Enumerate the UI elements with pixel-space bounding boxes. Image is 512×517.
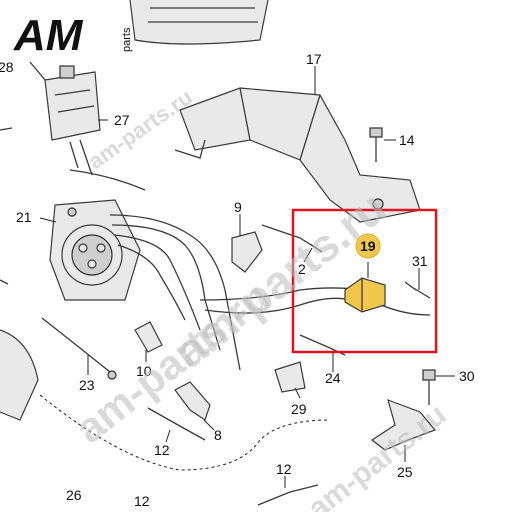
callout-25: 25 — [397, 464, 413, 480]
am-parts-logo: AM parts — [13, 11, 133, 60]
callout-12-middle: 12 — [154, 442, 170, 458]
callout-10: 10 — [136, 363, 152, 379]
connector-19 — [344, 277, 386, 313]
callout-28: 28 — [0, 59, 14, 75]
callout-leaders — [39, 66, 455, 488]
callout-numbers: 28 27 17 14 21 9 2 19 31 23 10 24 30 29 … — [0, 51, 475, 509]
callout-2: 2 — [298, 261, 306, 277]
highlight-frame — [291, 208, 438, 354]
watermark-4: am-parts.ru — [302, 398, 452, 512]
bolt-31 — [404, 281, 431, 299]
watermark-1: am-parts.ru — [84, 84, 197, 174]
callout-27: 27 — [114, 112, 130, 128]
bolt-14 — [369, 127, 383, 162]
tie-12 — [147, 407, 206, 441]
callout-19: 19 — [360, 238, 376, 254]
callout-9: 9 — [234, 199, 242, 215]
callout-30: 30 — [459, 368, 475, 384]
callout-21: 21 — [16, 209, 32, 225]
callout-23: 23 — [79, 377, 95, 393]
bracket-17 — [174, 87, 421, 223]
callout-24: 24 — [325, 370, 341, 386]
tie-12-bottom — [257, 484, 319, 506]
callout-31: 31 — [412, 253, 428, 269]
logo-letters: AM — [13, 11, 84, 60]
logo-sub: parts — [121, 27, 133, 52]
tie-2 — [261, 224, 323, 253]
connector-27 — [44, 65, 101, 176]
callout-26: 26 — [66, 487, 82, 503]
bracket-8 — [174, 381, 211, 421]
clip-9 — [231, 231, 263, 273]
callout-14: 14 — [399, 132, 415, 148]
callout-29: 29 — [291, 401, 307, 417]
bracket-29 — [274, 361, 306, 393]
bracket-25 — [370, 399, 437, 451]
clip-10 — [134, 321, 163, 353]
body-edge-left — [0, 329, 39, 421]
callout-17: 17 — [306, 51, 322, 67]
bolt-30 — [422, 369, 436, 381]
tie-23 — [41, 317, 111, 373]
callout-12-bottom: 12 — [276, 461, 292, 477]
callout-8: 8 — [214, 427, 222, 443]
badge-19 — [355, 233, 381, 259]
callout-12-bottom-left: 12 — [134, 493, 150, 509]
wiring-harness — [69, 169, 431, 371]
